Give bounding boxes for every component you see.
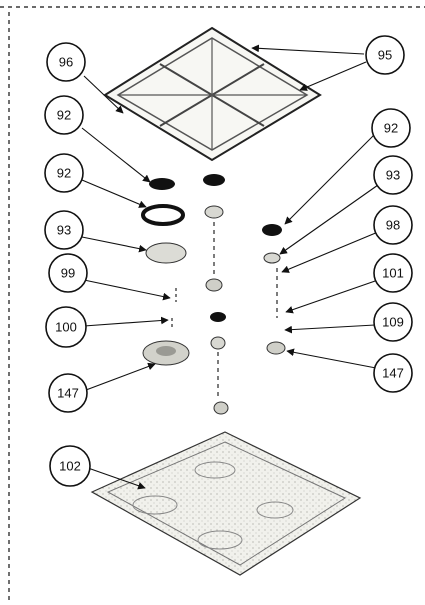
callout-102: 102 [49,445,91,487]
callout-147-left-label: 147 [57,386,79,401]
callout-92-left-label: 92 [57,166,71,181]
center-burner-stack [203,174,229,415]
callout-109-label: 109 [382,315,404,330]
callout-93-left-label: 93 [57,223,71,238]
callout-92-right: 92 [371,108,411,148]
callout-96-label: 96 [59,55,73,70]
callout-96: 96 [46,42,86,82]
callout-92-right-label: 92 [384,121,398,136]
callout-100: 100 [45,306,87,348]
callout-93-right-label: 93 [386,168,400,183]
callout-99: 99 [48,253,88,293]
callout-95-label: 95 [378,48,392,63]
callout-92-top-left-label: 92 [57,108,71,123]
callout-102-label: 102 [59,459,81,474]
callout-92-top-left: 92 [44,95,84,135]
callout-99-label: 99 [61,266,75,281]
callout-92-left: 92 [44,153,84,193]
callout-147-left: 147 [48,373,88,413]
right-burner-stack [262,224,286,355]
callout-93-left: 93 [44,210,84,250]
callout-101-label: 101 [382,266,404,281]
callout-147-right-label: 147 [382,366,404,381]
left-burner-stack [141,178,190,366]
grate-part [103,26,322,162]
callout-98-label: 98 [386,218,400,233]
callout-101: 101 [373,253,413,293]
callout-100-label: 100 [55,320,77,335]
callout-147-right: 147 [373,353,413,393]
leader-lines [81,44,379,490]
callout-98: 98 [373,205,413,245]
callout-95: 95 [365,35,405,75]
callout-109: 109 [373,302,413,342]
callout-93-right: 93 [373,155,413,195]
cooktop-panel-part [90,431,362,576]
